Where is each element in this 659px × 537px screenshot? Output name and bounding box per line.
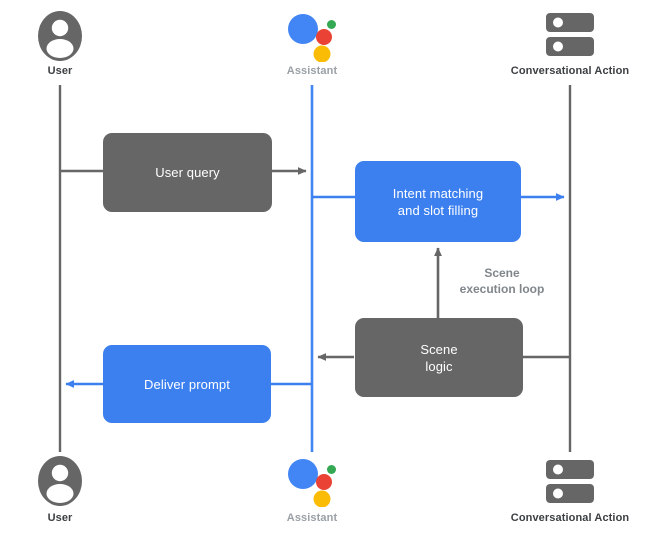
actor-label-assistant-bottom: Assistant [286,512,338,524]
node-intent-matching-line1: Intent matching [392,185,484,201]
node-scene-logic-line2: logic [425,358,453,374]
google-assistant-icon-bottom [286,455,338,512]
server-icon-top [538,10,602,65]
node-user-query-label: User query [155,165,220,180]
node-deliver-prompt-label: Deliver prompt [144,376,230,392]
server-icon-bottom [538,457,602,512]
google-assistant-icon-top [286,10,338,67]
node-user-query[interactable]: User query [103,133,272,212]
actor-label-user-top: User [47,65,73,77]
user-avatar-icon-bottom [37,455,83,512]
node-deliver-prompt[interactable]: Deliver prompt [103,345,271,423]
annotation-scene-execution-loop-line1: Scene [484,266,520,280]
actor-label-assistant-top: Assistant [286,65,338,77]
user-avatar-icon-top [37,10,83,67]
node-intent-matching-line2: and slot filling [397,202,479,218]
node-scene-logic[interactable]: Scene logic [355,318,523,397]
actor-label-user-bottom: User [47,512,73,524]
annotation-scene-execution-loop-line2: execution loop [459,282,545,296]
annotation-scene-execution-loop: Scene execution loop [460,265,545,297]
actor-label-conversational-action-top: Conversational Action [510,65,630,77]
node-intent-matching[interactable]: Intent matching and slot filling [355,161,521,242]
node-scene-logic-line1: Scene [420,341,458,357]
actor-label-conversational-action-bottom: Conversational Action [510,512,630,524]
